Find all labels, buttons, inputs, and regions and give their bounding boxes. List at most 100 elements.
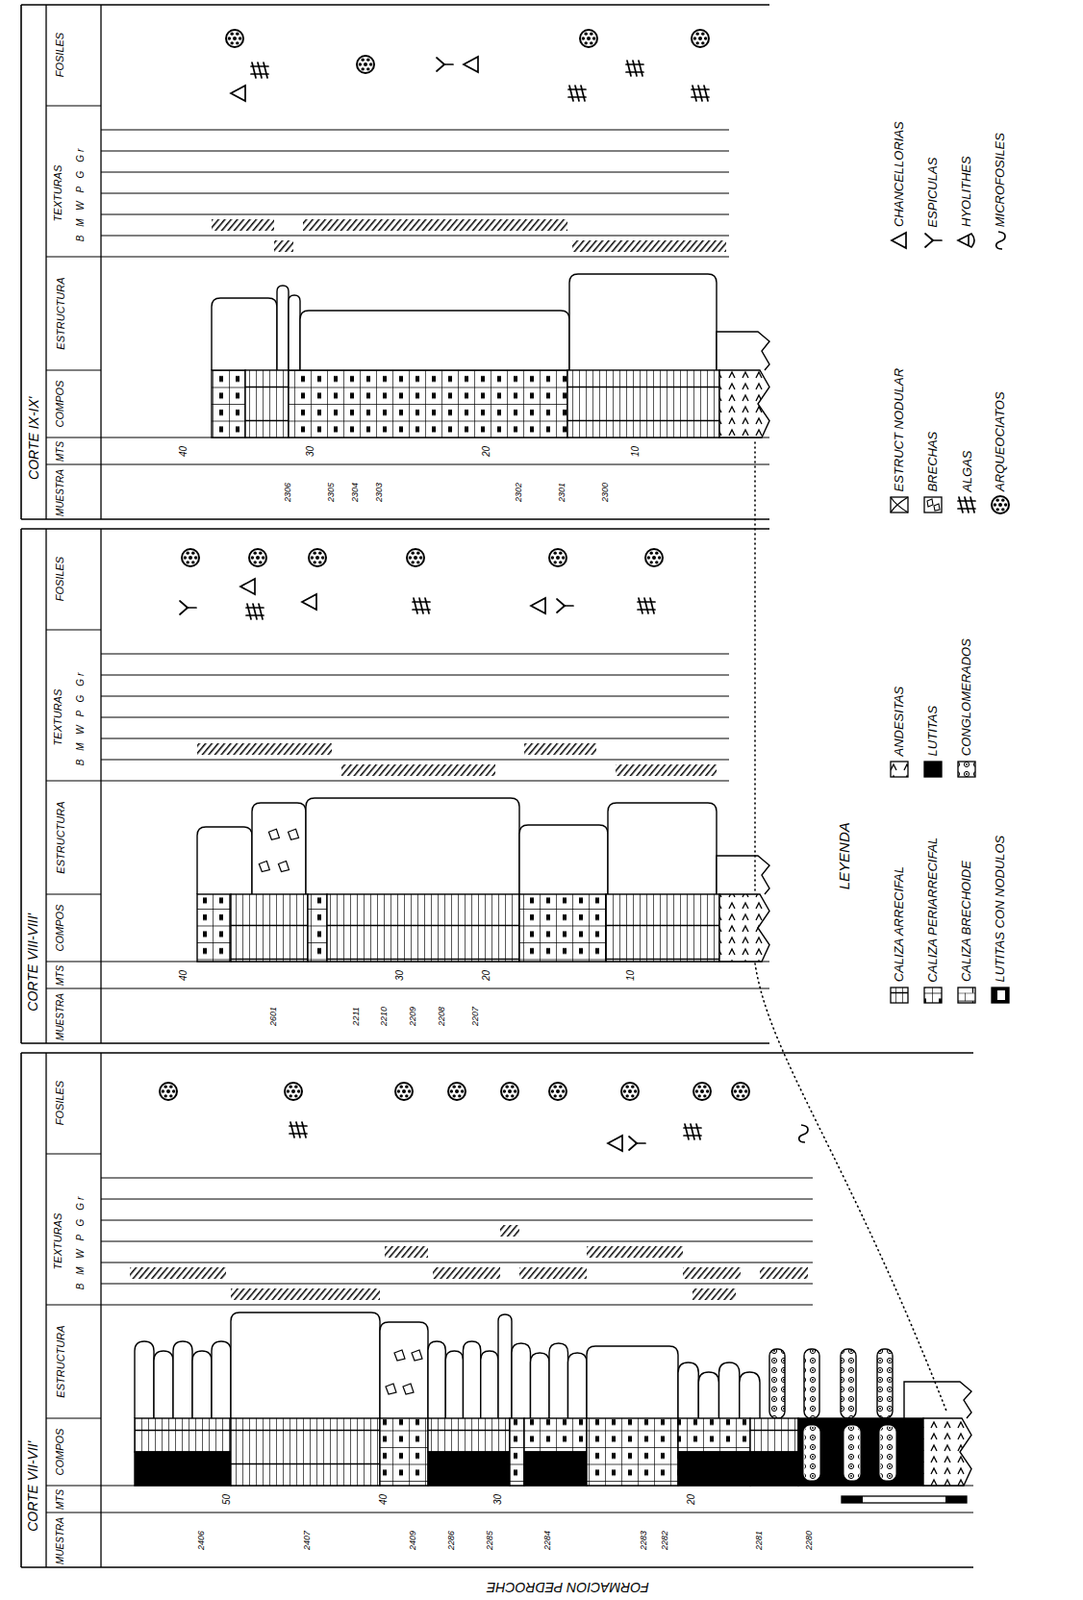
archaeocyath-symbol xyxy=(310,555,314,559)
legend-label: CHANCELLORIAS xyxy=(892,121,907,227)
fossil-symbol xyxy=(181,549,200,567)
lithology-unit xyxy=(678,1418,751,1453)
legend-swatch xyxy=(924,497,942,513)
archaeocyath-symbol xyxy=(744,1089,748,1093)
meter-mark: 10 xyxy=(625,969,636,981)
texture-bar xyxy=(197,743,332,756)
symbol-stroke xyxy=(629,1143,637,1151)
meter-mark: 40 xyxy=(377,1493,389,1505)
archaeocyath-symbol xyxy=(704,36,707,40)
lithology-unit xyxy=(428,1418,510,1453)
conglomerate-profile xyxy=(769,1349,785,1419)
legend-label: CALIZA PERIARRECIFAL xyxy=(926,836,940,983)
legend-swatch xyxy=(890,497,908,513)
archaeocyath-symbol xyxy=(457,1084,461,1088)
texture-grid-line xyxy=(100,716,730,718)
archaeocyath-symbol xyxy=(366,57,370,61)
texture-bar xyxy=(586,1246,683,1259)
legend-label: CALIZA BRECHOIDE xyxy=(959,860,974,983)
chancelloria-symbol xyxy=(891,232,907,249)
andesite-profile xyxy=(716,856,770,895)
symbol-stroke xyxy=(690,1124,695,1140)
texture-bar xyxy=(129,1267,227,1280)
archaeocyath-symbol xyxy=(1001,507,1005,511)
fossil-symbol xyxy=(799,1125,808,1143)
archaeocyath-symbol xyxy=(501,1083,519,1101)
symbol-stroke xyxy=(925,240,933,248)
conglomerate-lens xyxy=(804,1426,820,1481)
lithology-unit xyxy=(230,1418,380,1486)
archaeocyath-symbol xyxy=(419,555,423,559)
archaeocyath-symbol xyxy=(183,555,187,559)
archaeocyath-symbol xyxy=(554,1084,557,1088)
archaeocyath-symbol xyxy=(411,551,415,555)
breccia-fragment xyxy=(288,829,300,840)
symbol-stroke xyxy=(638,598,643,614)
archaeocyath-symbol xyxy=(188,555,193,560)
fossil-symbol xyxy=(251,62,269,78)
texture-bar xyxy=(682,1267,741,1280)
header-divider xyxy=(46,893,101,895)
archaeocyath-symbol xyxy=(453,1084,456,1088)
sample-number: 2286 xyxy=(447,1531,457,1551)
andesite-profile xyxy=(716,331,770,371)
nodular-profile xyxy=(288,295,301,371)
archaeocyath-symbol xyxy=(289,1084,293,1088)
weathering-profile xyxy=(300,310,570,371)
archaeocyath-symbol xyxy=(402,1089,406,1094)
texture-bar xyxy=(692,1288,736,1301)
archaeocyath-symbol xyxy=(549,1083,567,1101)
weathering-profile xyxy=(230,1312,380,1419)
archaeocyath-symbol xyxy=(191,560,195,564)
lithology-unit xyxy=(605,894,720,962)
legend-swatch xyxy=(890,987,908,1004)
legend-label: LUTITAS CON NODULOS xyxy=(993,834,1008,983)
lithology-unit xyxy=(307,894,328,962)
archaeocyath-symbol xyxy=(701,31,705,35)
texture-grid-line xyxy=(100,674,730,676)
symbol-stroke xyxy=(970,497,975,513)
microfossil-symbol xyxy=(996,231,1006,250)
symbol-stroke xyxy=(436,57,445,65)
header-divider xyxy=(46,1304,101,1306)
archaeocyath-symbol xyxy=(400,1094,403,1098)
fossil-symbol xyxy=(568,85,586,101)
legend-swatch xyxy=(957,761,976,778)
archaeocyath-symbol xyxy=(366,67,370,71)
fossil-symbol xyxy=(645,549,663,567)
breccia-profile xyxy=(379,1322,429,1419)
column-header: TEXTURAS xyxy=(51,689,64,747)
archaeocyath-symbol xyxy=(404,1094,408,1098)
legend-swatch xyxy=(957,987,976,1004)
legend-swatch xyxy=(924,761,942,778)
lithology-unit xyxy=(230,894,308,962)
symbol-stroke xyxy=(932,239,942,242)
column-header: MTS xyxy=(54,1488,66,1510)
texture-bar xyxy=(759,1267,808,1280)
symbol-stroke xyxy=(252,604,257,620)
archaeocyath-symbol xyxy=(161,1089,165,1093)
archaeocyath-symbol xyxy=(554,551,557,555)
archaeocyath-symbol xyxy=(652,555,656,560)
fossil-symbol xyxy=(691,85,709,101)
archaeocyath-symbol xyxy=(226,29,244,48)
fossil-symbol xyxy=(549,1083,567,1101)
lithology-unit xyxy=(524,1452,587,1486)
breccia-fragment xyxy=(258,861,270,873)
conglomerate-profile xyxy=(877,1349,893,1419)
column-header: ESTRUCTURA xyxy=(53,277,66,350)
archaeocyath-symbol xyxy=(416,560,420,564)
symbol-stroke xyxy=(964,497,969,513)
legend-label: BRECHAS xyxy=(926,430,940,492)
fossil-symbol xyxy=(463,56,479,73)
fossil-symbol xyxy=(607,1135,623,1152)
lithology-unit xyxy=(197,894,231,962)
archaeocyath-symbol xyxy=(510,1084,514,1088)
lithology-unit xyxy=(519,894,606,962)
archaeocyath-symbol xyxy=(507,1089,512,1094)
chancelloria-symbol xyxy=(240,579,255,595)
archaeocyath-symbol xyxy=(294,1084,298,1088)
fossil-symbol xyxy=(240,579,255,595)
archaeocyath-symbol xyxy=(581,36,585,40)
archaeocyath-symbol xyxy=(691,29,709,48)
